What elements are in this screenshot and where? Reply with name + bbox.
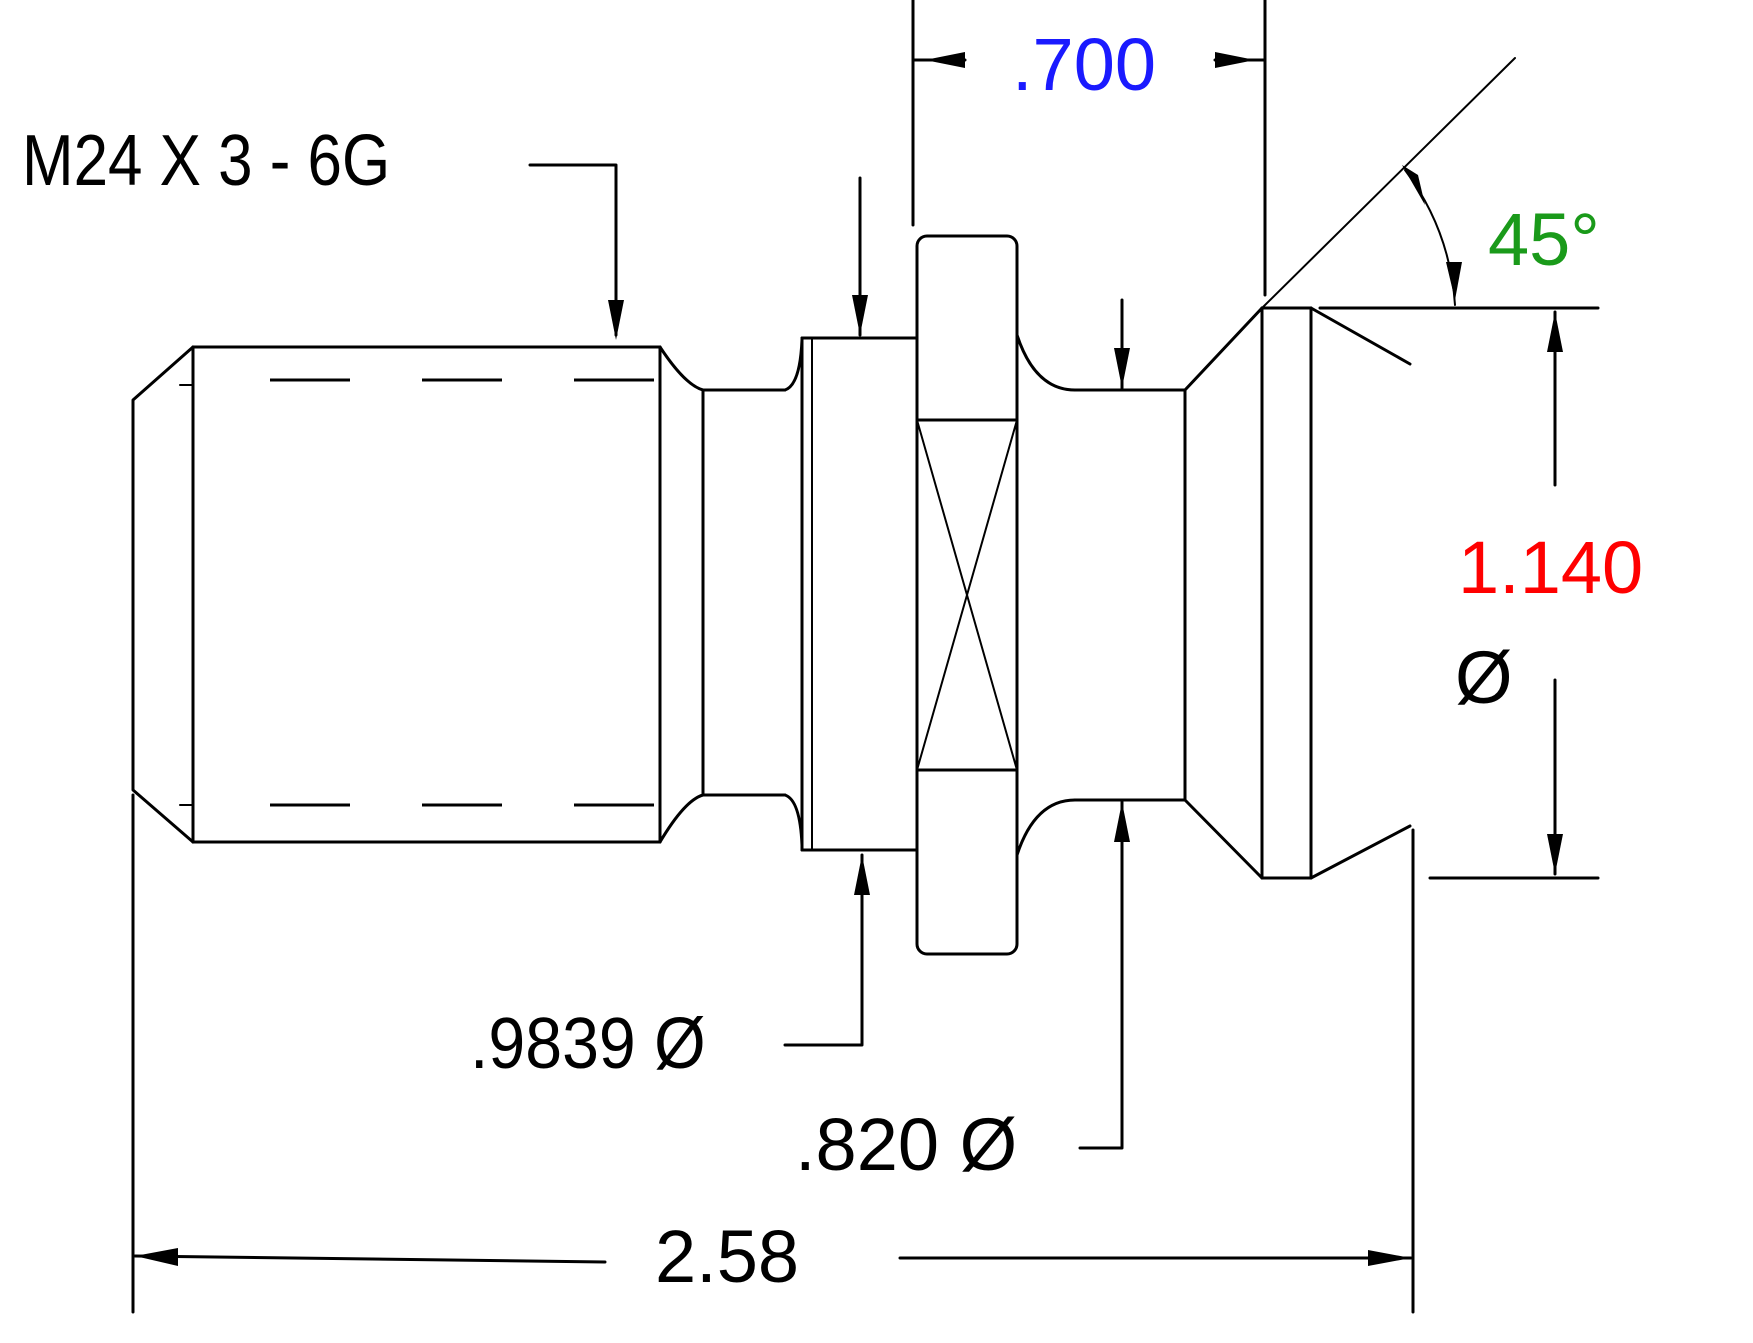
head-chamfer-bottom <box>1309 824 1412 880</box>
thread-chamfer-outline <box>131 345 195 844</box>
dimension-258: 2.58 <box>131 793 1415 1314</box>
part-outline <box>131 234 1412 956</box>
dim-9839-leader <box>783 853 864 1047</box>
dim-9839-arrow-bottom <box>854 855 870 895</box>
thread-callout: M24 X 3 - 6G <box>22 121 624 340</box>
taper-top <box>1183 306 1264 392</box>
dim-9839-arrow-top <box>852 295 868 335</box>
dim-9839-label: .9839 Ø <box>470 1002 706 1083</box>
flange <box>915 234 1019 956</box>
dim-258-label: 2.58 <box>655 1215 799 1298</box>
dim-700-arrow-left <box>925 52 965 68</box>
dim-700-arrow-right <box>1215 52 1255 68</box>
dim-820-arrow-bottom <box>1114 802 1130 842</box>
thread-callout-label: M24 X 3 - 6G <box>22 121 390 201</box>
angle-arrow-bottom <box>1446 262 1462 300</box>
dim-700-label: .700 <box>1012 23 1156 106</box>
dim-1140-diameter-symbol: Ø <box>1455 636 1513 719</box>
thread-relief-top <box>658 345 705 392</box>
dim-1140-arrow-bottom <box>1547 834 1563 874</box>
dim-1140-arrow-top <box>1547 312 1563 352</box>
flat-cross-2 <box>916 419 1018 771</box>
taper-bottom <box>1183 798 1264 880</box>
groove-bottom-arc <box>1015 798 1077 857</box>
dimension-45-degree: 45° <box>1261 57 1600 309</box>
dimension-700: .700 <box>911 0 1267 297</box>
dim-820-arrow-top <box>1114 348 1130 388</box>
dim-angle-label: 45° <box>1488 198 1600 281</box>
dim-820-label: .820 Ø <box>795 1103 1017 1186</box>
head-chamfer-top <box>1309 306 1412 366</box>
dim-258-arrow-right <box>1368 1250 1411 1266</box>
dimension-1140: 1.140 Ø <box>1318 306 1643 880</box>
dimension-820: .820 Ø <box>795 298 1130 1186</box>
angle-arc <box>1404 169 1456 306</box>
dimension-9839: .9839 Ø <box>470 176 870 1084</box>
dim-258-arrow-left <box>135 1248 178 1266</box>
dim-820-leader <box>1078 800 1124 1150</box>
thread-leader-line <box>528 163 618 337</box>
angle-reference-line <box>1261 57 1516 309</box>
groove-top-arc <box>1015 333 1077 392</box>
angle-arrow-top <box>1402 165 1425 205</box>
dim-1140-label: 1.140 <box>1458 526 1643 609</box>
thread-relief-bottom <box>658 793 705 844</box>
thread-leader-arrow <box>608 300 624 340</box>
